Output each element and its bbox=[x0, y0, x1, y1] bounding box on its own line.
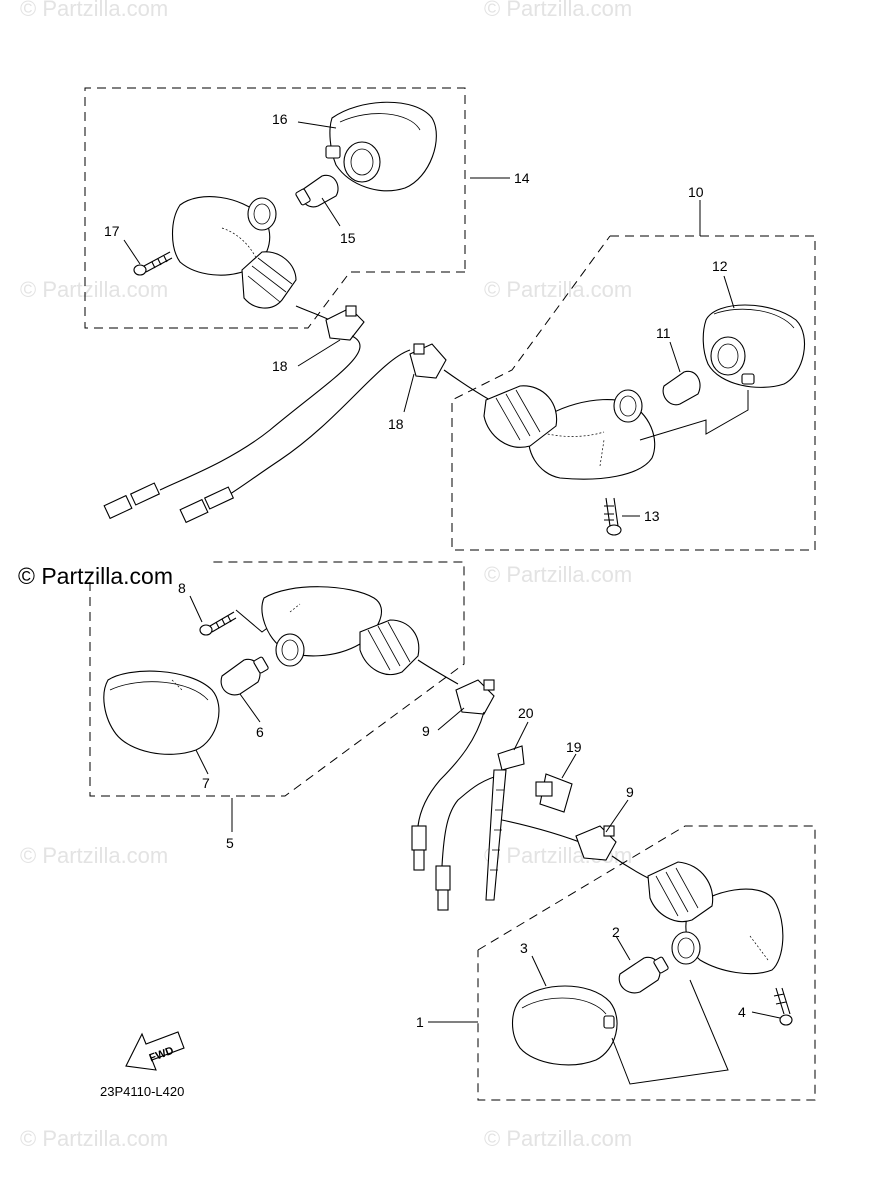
watermark: © Partzilla.com bbox=[20, 277, 168, 302]
assembly-14-group bbox=[84, 87, 466, 329]
lens-part-7 bbox=[103, 670, 220, 755]
clip-part-19 bbox=[535, 773, 573, 813]
screw-part-4 bbox=[773, 987, 793, 1026]
callout-labels: 1 2 3 4 5 6 7 8 9 9 10 11 12 13 14 15 16… bbox=[104, 111, 746, 1030]
callout-label-15: 15 bbox=[340, 230, 356, 246]
callout-label-13: 13 bbox=[644, 508, 660, 524]
watermark: © Partzilla.com bbox=[20, 1126, 168, 1151]
screw-part-8 bbox=[199, 611, 237, 636]
callout-label-7: 7 bbox=[202, 775, 210, 791]
watermark: © Partzilla.com bbox=[484, 277, 632, 302]
callout-label-10: 10 bbox=[688, 184, 704, 200]
assembly-5-group bbox=[89, 561, 465, 797]
callout-label-1: 1 bbox=[416, 1014, 424, 1030]
callout-label-18-right: 18 bbox=[388, 416, 404, 432]
callout-label-3: 3 bbox=[520, 940, 528, 956]
terminal-lower-1 bbox=[411, 825, 427, 851]
wiring-harness-upper bbox=[103, 305, 491, 524]
watermark-strong: © Partzilla.com bbox=[18, 563, 173, 589]
callout-label-2: 2 bbox=[612, 924, 620, 940]
lens-socket bbox=[343, 141, 381, 183]
wiring-harness-lower bbox=[411, 679, 653, 911]
fwd-arrow-icon: FWD bbox=[125, 1031, 185, 1071]
callout-label-9-lower: 9 bbox=[626, 784, 634, 800]
callout-label-18: 18 bbox=[272, 358, 288, 374]
housing-stalk bbox=[241, 251, 297, 309]
callout-label-6: 6 bbox=[256, 724, 264, 740]
callout-label-20: 20 bbox=[518, 705, 534, 721]
connector-part-18 bbox=[325, 305, 365, 341]
watermark: © Partzilla.com bbox=[484, 1126, 632, 1151]
housing-stalk-right bbox=[483, 385, 558, 448]
callout-label-17: 17 bbox=[104, 223, 120, 239]
callout-label-14: 14 bbox=[514, 170, 530, 186]
assembly-10-group bbox=[451, 235, 816, 551]
housing-stalk-lower bbox=[647, 861, 714, 922]
assembly-14-boundary bbox=[84, 87, 466, 329]
terminal-left-2 bbox=[179, 486, 235, 524]
callout-label-8: 8 bbox=[178, 580, 186, 596]
callout-label-16: 16 bbox=[272, 111, 288, 127]
assembly-10-boundary bbox=[451, 235, 816, 551]
callout-label-12: 12 bbox=[712, 258, 728, 274]
lens-part-16 bbox=[329, 101, 437, 192]
lens-part-3 bbox=[511, 985, 618, 1066]
screw-part-13 bbox=[604, 497, 622, 536]
connector-part-9-lower bbox=[575, 825, 617, 861]
watermark: © Partzilla.com bbox=[484, 0, 632, 21]
bulb-part-2 bbox=[618, 956, 661, 994]
diagram-code: 23P4110-L420 bbox=[100, 1084, 184, 1099]
bulb-part-6 bbox=[220, 658, 261, 696]
callout-label-4: 4 bbox=[738, 1004, 746, 1020]
leader-lines bbox=[123, 121, 781, 1023]
cable-tie-part-20 bbox=[485, 745, 525, 901]
terminal-left-1 bbox=[103, 482, 161, 520]
watermark-layer: © Partzilla.com © Partzilla.com © Partzi… bbox=[18, 0, 632, 1151]
watermark: © Partzilla.com bbox=[20, 0, 168, 21]
callout-label-9: 9 bbox=[422, 723, 430, 739]
callout-label-11: 11 bbox=[656, 325, 671, 341]
connector-part-18-right bbox=[409, 343, 447, 379]
watermark: © Partzilla.com bbox=[484, 562, 632, 587]
assembly-1-boundary bbox=[477, 825, 816, 1101]
callout-label-5: 5 bbox=[226, 835, 234, 851]
watermark: © Partzilla.com bbox=[20, 843, 168, 868]
callout-label-19: 19 bbox=[566, 739, 582, 755]
connector-part-9 bbox=[455, 679, 495, 715]
bulb-part-11 bbox=[662, 370, 701, 406]
screw-part-17 bbox=[133, 251, 173, 276]
assembly-1-group bbox=[477, 825, 816, 1101]
terminal-lower-2 bbox=[435, 865, 451, 891]
